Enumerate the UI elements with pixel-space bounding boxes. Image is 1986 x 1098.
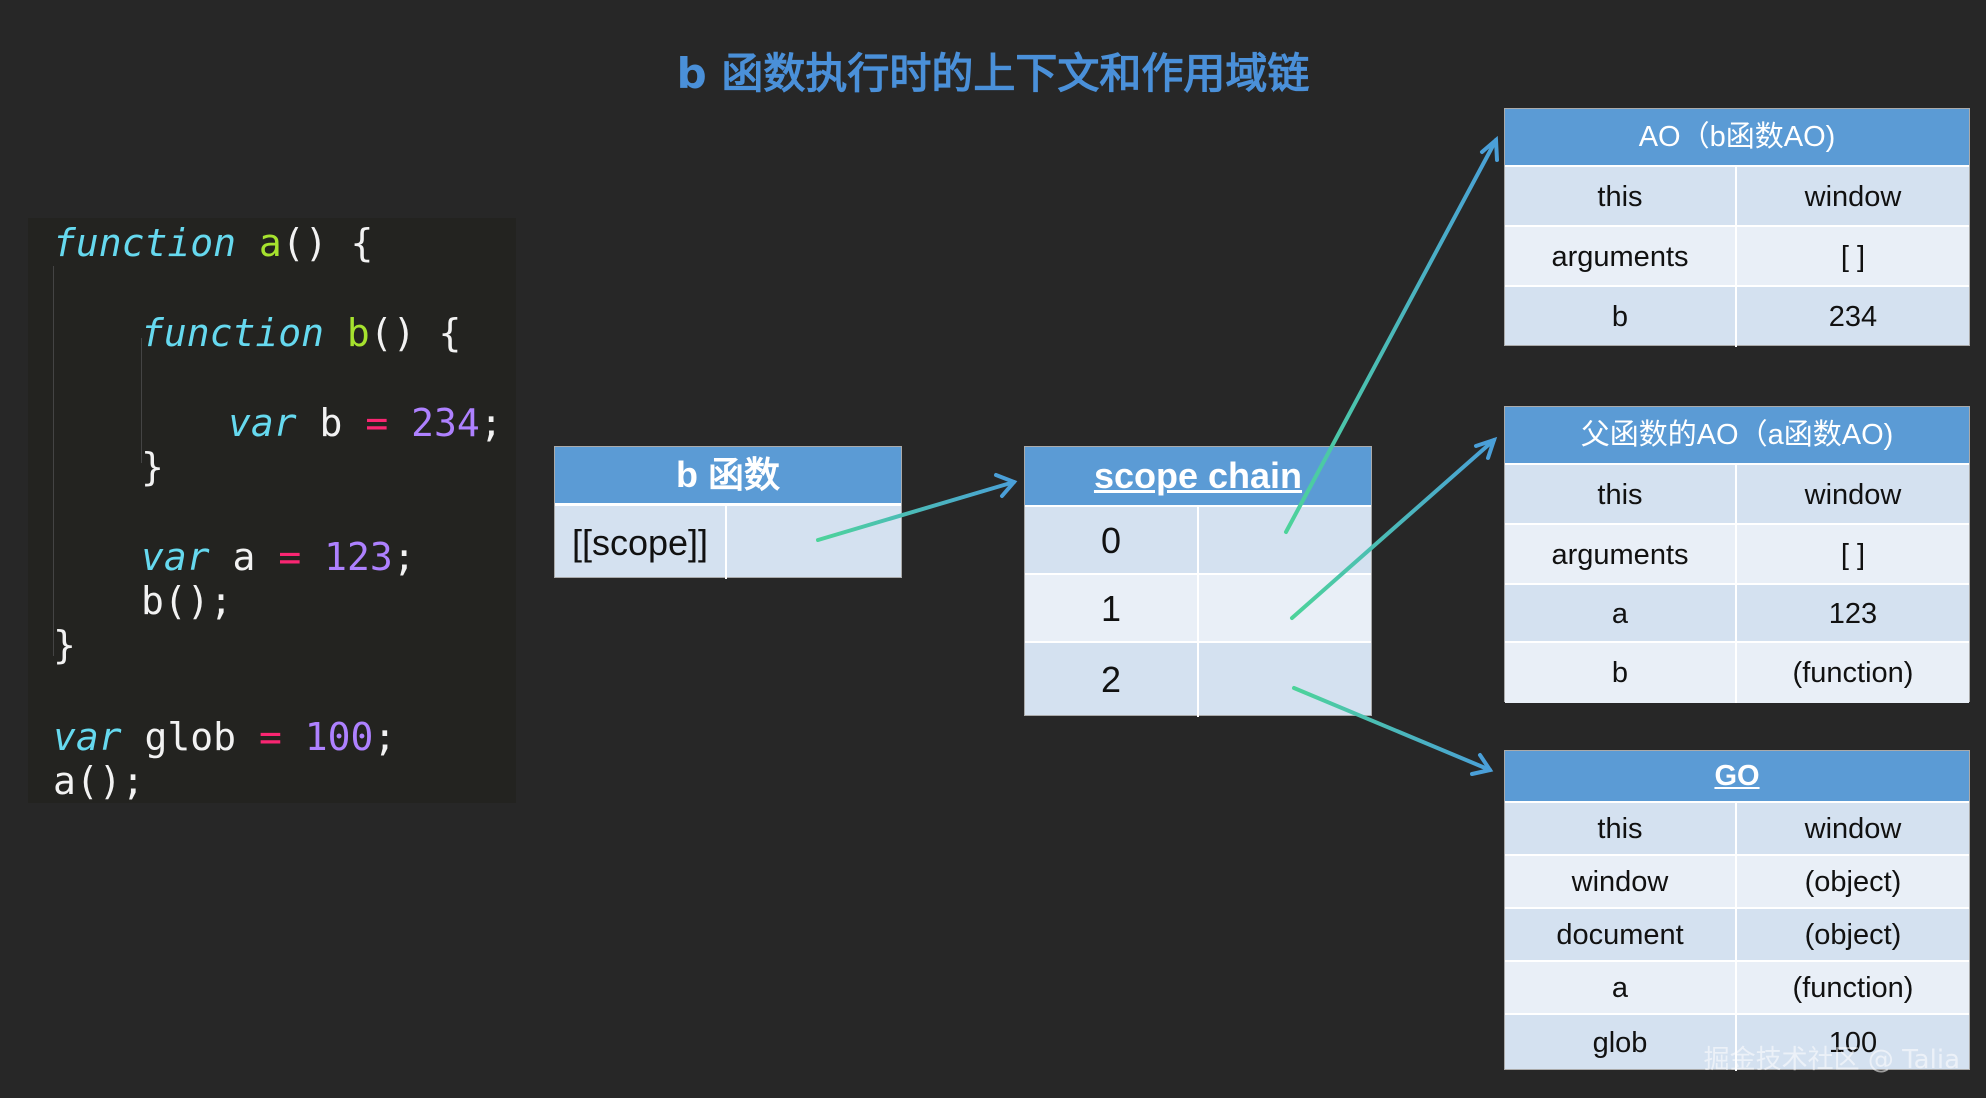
table-value: window <box>1804 180 1902 213</box>
scope-chain-row: 0 <box>1025 505 1371 575</box>
scope-chain-box: scope chain 0 1 2 <box>1024 446 1372 717</box>
table-key: this <box>1505 803 1737 856</box>
code-line-2: function b() { <box>141 311 462 355</box>
table-key: window <box>1505 856 1737 909</box>
arrow-scope-to-chain <box>816 473 1018 542</box>
b-function-header: b 函数 <box>555 447 901 505</box>
arrow-chain1-to-ao-a <box>1290 436 1498 620</box>
table-key: b <box>1505 643 1737 703</box>
table-key: glob <box>1505 1015 1737 1071</box>
table-key: arguments <box>1505 525 1737 585</box>
code-line-6: b(); <box>141 579 233 623</box>
table-value: window <box>1804 478 1902 511</box>
table-key: b <box>1505 287 1737 347</box>
arrow-chain0-to-ao-b <box>1284 135 1499 534</box>
table-value: [ ] <box>1840 538 1866 571</box>
table-row: this window <box>1505 165 1969 227</box>
table-key: a <box>1505 585 1737 643</box>
table-row: arguments [ ] <box>1505 523 1969 585</box>
table-value: (function) <box>1792 656 1914 689</box>
b-function-box: b 函数 [[scope]] <box>554 446 902 579</box>
code-line-8: var glob = 100; <box>53 715 397 759</box>
table-row: glob 100 <box>1505 1013 1969 1071</box>
table-value: window <box>1804 813 1902 845</box>
table-row: b 234 <box>1505 285 1969 347</box>
table-value: 123 <box>1828 597 1878 630</box>
watermark: 掘金技术社区 @ Talia <box>1703 1045 1960 1075</box>
scope-index: 2 <box>1025 643 1199 717</box>
table-key: arguments <box>1505 227 1737 287</box>
table-value: [ ] <box>1840 240 1866 273</box>
scope-chain-row: 1 <box>1025 573 1371 643</box>
scope-chain-row: 2 <box>1025 641 1371 717</box>
indent-guide <box>141 338 142 463</box>
scope-index: 1 <box>1025 575 1199 643</box>
table-key: a <box>1505 962 1737 1015</box>
scope-row: [[scope]] <box>555 504 901 579</box>
table-key: this <box>1505 465 1737 525</box>
table-row: a 123 <box>1505 583 1969 643</box>
code-line-1: function a() { <box>53 221 374 265</box>
code-panel: function a() { function b() { var b = 23… <box>28 218 516 803</box>
scope-chain-header: scope chain <box>1025 447 1371 507</box>
table-value: (object) <box>1804 919 1902 951</box>
code-line-3: var b = 234; <box>228 401 503 445</box>
ao-a-table: 父函数的AO（a函数AO) this window arguments [ ] … <box>1504 406 1970 703</box>
table-value: (function) <box>1792 972 1914 1004</box>
table-key: this <box>1505 167 1737 227</box>
table-row: this window <box>1505 801 1969 856</box>
table-row: this window <box>1505 463 1969 525</box>
ao-b-header: AO（b函数AO) <box>1505 109 1969 167</box>
table-row: arguments [ ] <box>1505 225 1969 287</box>
arrow-chain2-to-go <box>1292 686 1494 776</box>
code-line-7: } <box>53 623 76 667</box>
table-value: 100 <box>1828 1026 1878 1059</box>
diagram-title: b 函数执行时的上下文和作用域链 <box>676 49 1310 98</box>
scope-label: [[scope]] <box>555 506 727 579</box>
table-key: document <box>1505 909 1737 962</box>
table-value: (object) <box>1804 866 1902 898</box>
table-value: 234 <box>1828 300 1878 333</box>
scope-index: 0 <box>1025 507 1199 575</box>
table-row: b (function) <box>1505 641 1969 703</box>
table-row: a (function) <box>1505 960 1969 1015</box>
table-row: document (object) <box>1505 907 1969 962</box>
table-row: window (object) <box>1505 854 1969 909</box>
indent-guide <box>53 266 54 656</box>
ao-b-table: AO（b函数AO) this window arguments [ ] b 23… <box>1504 108 1970 347</box>
code-line-4: } <box>141 445 164 489</box>
code-line-9: a(); <box>53 759 145 803</box>
ao-a-header: 父函数的AO（a函数AO) <box>1505 407 1969 465</box>
go-header: GO <box>1505 751 1969 803</box>
go-table: GO this window window (object) document … <box>1504 750 1970 1071</box>
code-line-5: var a = 123; <box>141 535 416 579</box>
